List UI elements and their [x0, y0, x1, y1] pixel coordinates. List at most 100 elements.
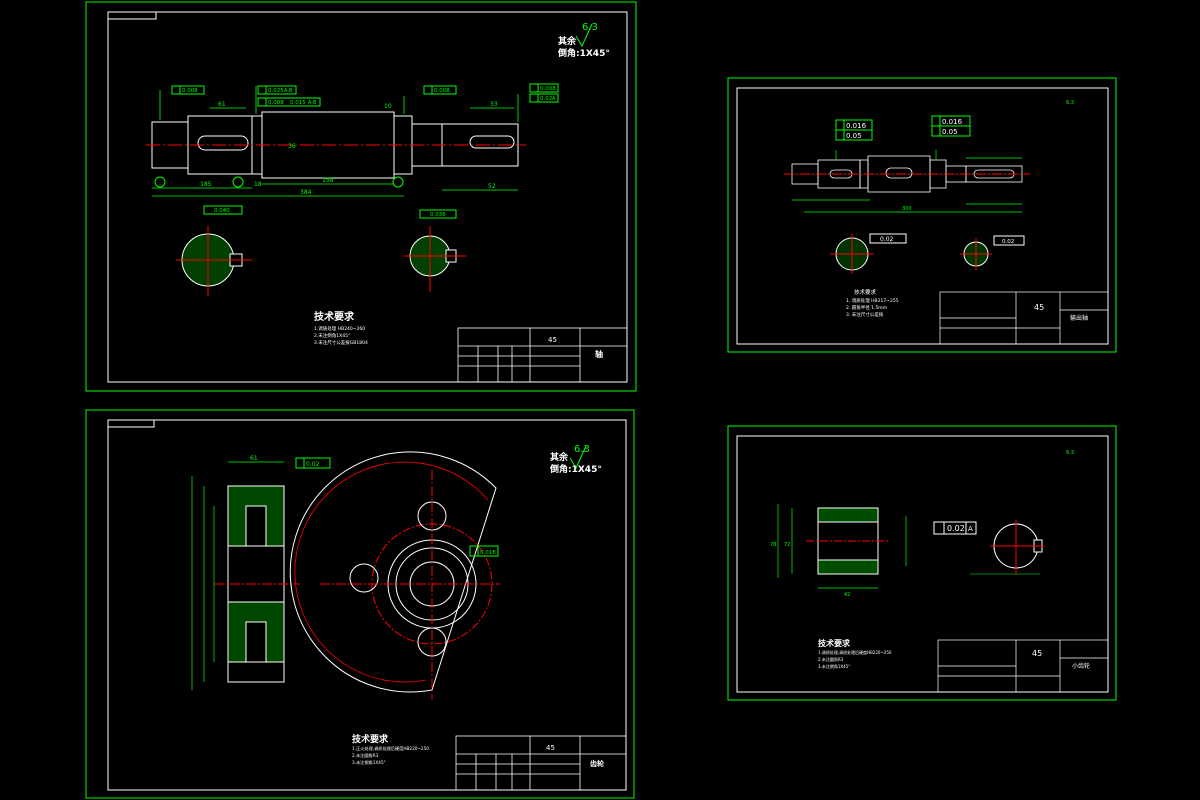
section-view-right: 0.02: [960, 235, 1025, 270]
gear-side-section: [214, 485, 300, 683]
gear-dimensions: [191, 461, 284, 690]
tech-line-1: 1. 调质处理 HB217~255: [846, 297, 899, 304]
svg-text:0.02: 0.02: [880, 236, 894, 243]
dim-width: 42: [844, 592, 850, 598]
tech-title: 技术要求: [818, 638, 851, 648]
title-material: 45: [548, 336, 557, 344]
svg-text:0.008: 0.008: [434, 88, 450, 94]
code-box: [107, 11, 157, 20]
sheet-border-outer: [85, 409, 635, 799]
tech-line-2: 2. 圆角半径 1.5mm: [846, 304, 887, 311]
datum-a-marker: [154, 176, 166, 188]
gear-tolerance-frame: 0.02 A: [933, 521, 977, 535]
gear-front-view: [289, 451, 500, 700]
svg-text:0.036: 0.036: [430, 212, 446, 218]
tolerance-frame-2: 0.025 A-B: [257, 85, 297, 95]
dim-width: 61: [250, 455, 258, 462]
tolerance-frame-right: 0.016 0.05: [931, 115, 971, 137]
svg-text:0.02: 0.02: [306, 461, 320, 468]
gear-front-view: [970, 520, 1044, 575]
title-block: [939, 291, 1109, 345]
svg-text:0.016: 0.016: [942, 118, 963, 126]
tolerance-frame-5: 0.008: [529, 83, 559, 93]
sheet-border-outer: [85, 1, 637, 392]
tech-line-1: 1.调质处理,调质处理后硬度HB220~250: [818, 649, 892, 655]
svg-text:0.008: 0.008: [540, 86, 556, 92]
datum-c-marker: [392, 176, 404, 188]
tech-line-1: 1.正火处理,调质处理后硬度HB220~250: [352, 745, 429, 752]
sheet-border-outer: [727, 77, 1117, 353]
chamfer-label: 倒角:1X45°: [549, 463, 602, 475]
shaft-section-right: 0.036: [404, 209, 466, 292]
svg-text:0.02: 0.02: [947, 524, 965, 533]
title-material: 45: [546, 744, 555, 752]
svg-text:A: A: [552, 96, 556, 102]
roughness-value: 6.3: [574, 444, 590, 455]
sheet-shaft-2[interactable]: 6.3 300 0.016 0.05: [727, 77, 1117, 353]
tech-line-2: 2.未注圆角R3: [352, 752, 379, 759]
shaft-dimensions: [792, 150, 1022, 213]
sheet-gear[interactable]: 6.3 其余 倒角:1X45° 61 0.02: [85, 409, 635, 799]
shaft-section-left: 0.040: [176, 205, 252, 296]
tech-title: 技术要求: [314, 310, 355, 323]
dim-384: 384: [300, 189, 312, 196]
gear-side-view: [806, 507, 890, 575]
tolerance-frame-6: 0.02 A: [529, 93, 559, 103]
dim-total: 300: [902, 206, 912, 212]
tech-line-1: 1.调质处理 HB240~260: [314, 325, 365, 332]
gear-tolerance-frame: 0.02: [295, 457, 331, 469]
sheet-border-inner: [107, 11, 628, 383]
dim-10: 10: [384, 103, 392, 110]
tech-line-2: 2.未注圆角R3: [818, 656, 844, 662]
tech-line-2: 2.未注倒角1X45°: [314, 332, 350, 339]
tech-line-3: 3.未注倒角1X45°: [352, 759, 386, 766]
title-part-name: 齿轮: [590, 759, 604, 768]
sheet-gear-shaft[interactable]: 6.3 78 72 42 0.02 A: [727, 425, 1117, 701]
tech-title: 技术要求: [854, 288, 877, 296]
roughness-value: 6.3: [1066, 100, 1074, 106]
tolerance-frame-4: 0.008: [423, 85, 457, 95]
svg-text:A-B: A-B: [284, 88, 293, 94]
tech-line-3: 3. 未注尺寸公差按: [846, 311, 884, 318]
svg-text:0.025: 0.025: [268, 88, 284, 94]
tolerance-frame-3: 0.008 0.015 A-B: [257, 97, 321, 107]
tech-line-3: 3.未注倒角1X45°: [818, 663, 850, 669]
roughness-label: 其余: [558, 35, 577, 47]
sheet-border-inner: [107, 419, 627, 791]
title-block: [457, 327, 628, 383]
dim-18: 18: [254, 181, 262, 188]
gear-dimensions: [777, 504, 907, 589]
sheet-border-inner: [736, 87, 1109, 345]
tolerance-frame-left: 0.016 0.05: [835, 119, 873, 141]
sheet-shaft[interactable]: 6.3 其余 倒角:1X45°: [85, 1, 637, 392]
roughness-label: 其余: [550, 451, 569, 463]
roughness-value: 6.3: [1066, 450, 1074, 456]
title-material: 45: [1034, 303, 1044, 312]
dim-outer: 78: [770, 542, 776, 548]
title-material: 45: [1032, 649, 1042, 658]
datum-b-marker: [232, 176, 244, 188]
code-box: [107, 419, 155, 428]
tech-line-3: 3.未注尺寸公差按GB1804: [314, 339, 368, 346]
dim-inner: 72: [784, 542, 790, 548]
shaft-outline: [791, 155, 1023, 193]
roughness-symbol-icon: [575, 23, 593, 48]
svg-text:0.05: 0.05: [846, 132, 862, 140]
svg-text:0.008: 0.008: [268, 100, 284, 106]
sheet-border-inner: [736, 435, 1109, 693]
tolerance-frame-1: 0.008: [171, 85, 205, 95]
title-part-name: 输出轴: [1070, 314, 1088, 322]
sheet-border-outer: [727, 425, 1117, 701]
svg-text:A-B: A-B: [308, 100, 317, 106]
gear-front-tolerance: 0.018: [469, 545, 499, 557]
svg-text:A: A: [968, 525, 973, 533]
dim-36: 36: [288, 143, 296, 150]
roughness-symbol-icon: [569, 445, 587, 470]
svg-text:0.05: 0.05: [942, 128, 958, 136]
svg-text:0.040: 0.040: [214, 208, 230, 214]
chamfer-label: 倒角:1X45°: [557, 47, 610, 59]
svg-text:0.018: 0.018: [480, 550, 496, 556]
svg-text:0.015: 0.015: [290, 100, 306, 106]
dim-52: 52: [488, 183, 496, 190]
